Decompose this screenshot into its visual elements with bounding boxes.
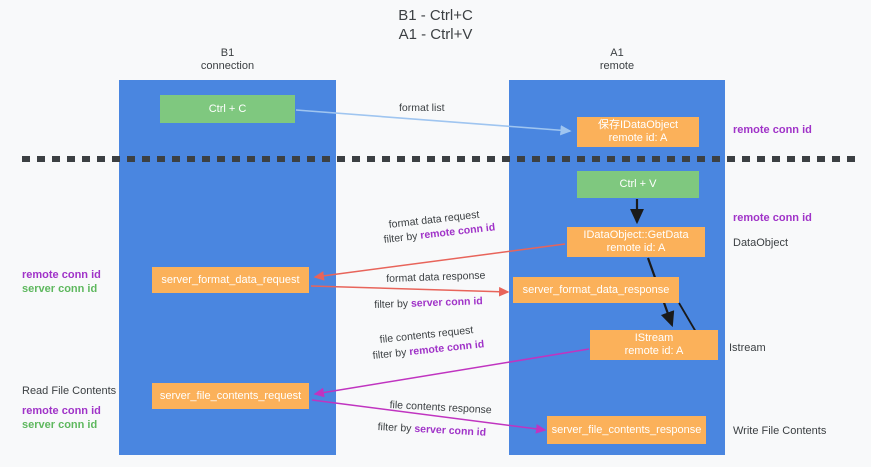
node-server-format-data-response[interactable]: server_format_data_response <box>513 277 679 303</box>
node-ctrl-v-label: Ctrl + V <box>619 178 657 190</box>
edge-label-format-data-response: format data response <box>386 269 486 286</box>
node-server-format-data-request-label: server_format_data_request <box>161 273 300 286</box>
annotation-left-conn-ids-2: Read File Contents remote conn id server… <box>22 384 116 432</box>
node-ctrl-c-label: Ctrl + C <box>208 102 247 115</box>
edge-label-format-data-response-text: format data response <box>386 269 486 285</box>
filter-key-server-conn-id: server conn id <box>410 295 483 310</box>
annotation-left-server-conn-id-1: server conn id <box>22 283 98 295</box>
node-server-file-contents-response[interactable]: server_file_contents_response <box>547 416 706 444</box>
diagram-title: B1 - Ctrl+C A1 - Ctrl+V <box>0 6 871 44</box>
filter-prefix: filter by <box>374 297 412 311</box>
filter-key-server-conn-id: server conn id <box>414 422 487 439</box>
node-istream-line2: remote id: A <box>624 345 684 357</box>
annotation-left-conn-ids-1: remote conn id server conn id <box>22 268 101 296</box>
annotation-remote-conn-id-top: remote conn id <box>733 124 812 136</box>
swimlane-b1-subtitle: connection <box>200 60 255 72</box>
node-server-file-contents-request[interactable]: server_file_contents_request <box>152 383 309 409</box>
swimlane-header-a1: A1 remote <box>509 47 725 73</box>
annotation-write-file-contents: Write File Contents <box>733 425 827 437</box>
swimlane-a1-name: A1 <box>610 47 624 59</box>
phase-divider <box>22 156 855 162</box>
node-server-file-contents-response-label: server_file_contents_response <box>551 423 702 436</box>
node-idataobject-getdata[interactable]: IDataObject::GetData remote id: A <box>567 227 705 257</box>
swimlane-header-b1: B1 connection <box>119 47 336 73</box>
filter-prefix: filter by <box>377 420 415 435</box>
annotation-read-file-contents: Read File Contents <box>22 385 117 397</box>
node-getdata-line1: IDataObject::GetData <box>583 229 689 241</box>
diagram-title-line1: B1 - Ctrl+C <box>398 7 473 24</box>
swimlane-a1-subtitle: remote <box>599 60 635 72</box>
edge-label-file-contents-response-filter: filter by server conn id <box>377 420 486 440</box>
diagram-title-line2: A1 - Ctrl+V <box>398 26 473 43</box>
node-idataobject-line2: remote id: A <box>608 132 668 144</box>
node-idataobject-line1: 保存IDataObject <box>597 119 679 131</box>
node-istream-line1: IStream <box>634 332 674 344</box>
annotation-dataobject: DataObject <box>733 237 789 249</box>
annotation-istream: Istream <box>729 342 766 354</box>
node-server-file-contents-request-label: server_file_contents_request <box>159 389 302 402</box>
annotation-left-remote-conn-id-2: remote conn id <box>22 405 101 417</box>
node-istream[interactable]: IStream remote id: A <box>590 330 718 360</box>
node-getdata-line2: remote id: A <box>606 242 666 254</box>
swimlane-b1-name: B1 <box>220 47 235 59</box>
edge-label-format-list: format list <box>399 101 445 115</box>
edge-label-format-list-text: format list <box>399 102 445 114</box>
filter-prefix: filter by <box>383 229 422 246</box>
annotation-left-remote-conn-id-1: remote conn id <box>22 269 101 281</box>
node-idataobject[interactable]: 保存IDataObject remote id: A <box>577 117 699 147</box>
node-server-format-data-response-label: server_format_data_response <box>522 283 670 296</box>
edge-label-file-contents-response: file contents response <box>389 398 492 417</box>
node-server-format-data-request[interactable]: server_format_data_request <box>152 267 309 293</box>
annotation-left-server-conn-id-2: server conn id <box>22 419 98 431</box>
filter-prefix: filter by <box>372 346 410 362</box>
node-ctrl-v[interactable]: Ctrl + V <box>577 171 699 198</box>
edge-format-data-response <box>310 285 510 297</box>
edge-label-file-contents-response-text: file contents response <box>389 398 492 417</box>
edge-label-format-data-response-filter: filter by server conn id <box>374 294 483 312</box>
node-ctrl-c[interactable]: Ctrl + C <box>160 95 295 123</box>
annotation-remote-conn-id-mid: remote conn id <box>733 212 812 224</box>
